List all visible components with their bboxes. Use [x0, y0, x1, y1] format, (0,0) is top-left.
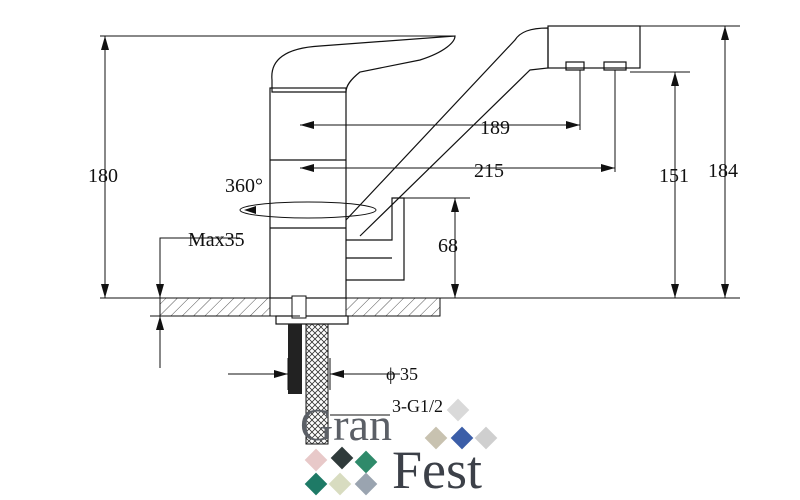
connection-label: 3-G1/2 [392, 396, 443, 416]
dimension-lines [100, 25, 740, 416]
reach-short-label: 189 [480, 117, 510, 139]
logo-tile [424, 426, 448, 450]
rotation-symbol: 360° [225, 175, 377, 219]
countertop [100, 297, 740, 317]
max-thickness-label: Max35 [188, 229, 245, 251]
rotation-label: 360° [225, 175, 263, 197]
side-spout-height-label: 68 [438, 235, 458, 257]
spout-height-label: 151 [659, 165, 689, 187]
reach-long-label: 215 [474, 160, 504, 182]
logo-tiles [304, 398, 498, 496]
granfest-logo: Gran Fest [300, 398, 498, 500]
logo-tile [474, 426, 498, 450]
hole-diameter-label: ϕ 35 [386, 364, 418, 384]
logo-word-gran: Gran [300, 399, 392, 450]
overall-height-label: 184 [708, 160, 738, 182]
logo-tile [446, 398, 470, 422]
logo-tile [330, 446, 354, 470]
logo-word-fest: Fest [392, 440, 482, 500]
total-height-label: 180 [88, 165, 118, 187]
logo-tile [354, 450, 378, 474]
supply-hoses [288, 295, 329, 445]
faucet-body [269, 25, 641, 325]
logo-tile [450, 426, 474, 450]
logo-tile [304, 448, 328, 472]
logo-tile [304, 472, 328, 496]
logo-tile [328, 472, 352, 496]
logo-tile [354, 472, 378, 496]
